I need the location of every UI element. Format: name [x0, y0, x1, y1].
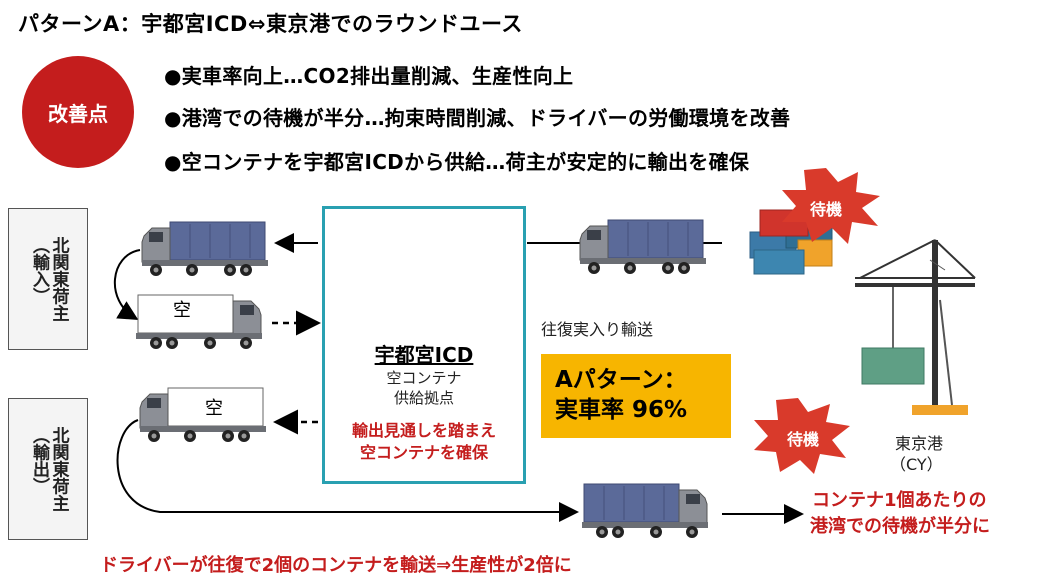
icd-sub2: 供給拠点: [393, 389, 454, 407]
icd-sub1: 空コンテナ: [386, 369, 462, 387]
port-note-line2: 港湾での待機が半分に: [810, 516, 990, 537]
page-title: パターンA：宇都宮ICD⇔東京港でのラウンドユース: [18, 12, 523, 36]
bullet-3: ●空コンテナを宇都宮ICDから供給…荷主が安定的に輸出を確保: [164, 150, 750, 174]
port-sub: （CY）: [890, 455, 943, 474]
waiting-label-top: 待機: [810, 200, 843, 219]
bullet-1: ●実車率向上…CO2排出量削減、生産性向上: [164, 64, 574, 88]
empty-mark-export: 空: [205, 398, 223, 419]
port-note-line1: コンテナ1個あたりの: [812, 490, 987, 511]
empty-mark-import: 空: [173, 300, 191, 321]
bullet-2: ●港湾での待機が半分…拘束時間削減、ドライバーの労働環境を改善: [164, 106, 791, 130]
icd-box: 宇都宮ICD 空コンテナ 供給拠点 輸出見通しを踏まえ 空コンテナを確保: [322, 206, 526, 484]
port-name: 東京港: [895, 434, 944, 453]
shipper-export-label: 北関東荷主 （輸出）: [29, 426, 69, 512]
footer-note: ドライバーが往復で2個のコンテナを輸送⇒生産性が2倍に: [100, 555, 572, 576]
shipper-import-label: 北関東荷主 （輸入）: [29, 236, 69, 322]
pattern-line2: 実車率 96%: [555, 397, 688, 423]
shipper-export-box: 北関東荷主 （輸出）: [8, 398, 88, 540]
pattern-box: Aパターン： 実車率 96%: [541, 354, 731, 438]
improvement-badge: 改善点: [22, 56, 134, 168]
icd-note1: 輸出見通しを踏まえ: [351, 421, 496, 440]
pattern-line1: Aパターン：: [555, 367, 687, 394]
round-trip-label: 往復実入り輸送: [541, 320, 654, 339]
shipper-import-box: 北関東荷主 （輸入）: [8, 208, 88, 350]
icd-name: 宇都宮ICD: [374, 343, 474, 367]
waiting-label-bottom: 待機: [787, 430, 820, 449]
icd-note2: 空コンテナを確保: [359, 443, 488, 462]
